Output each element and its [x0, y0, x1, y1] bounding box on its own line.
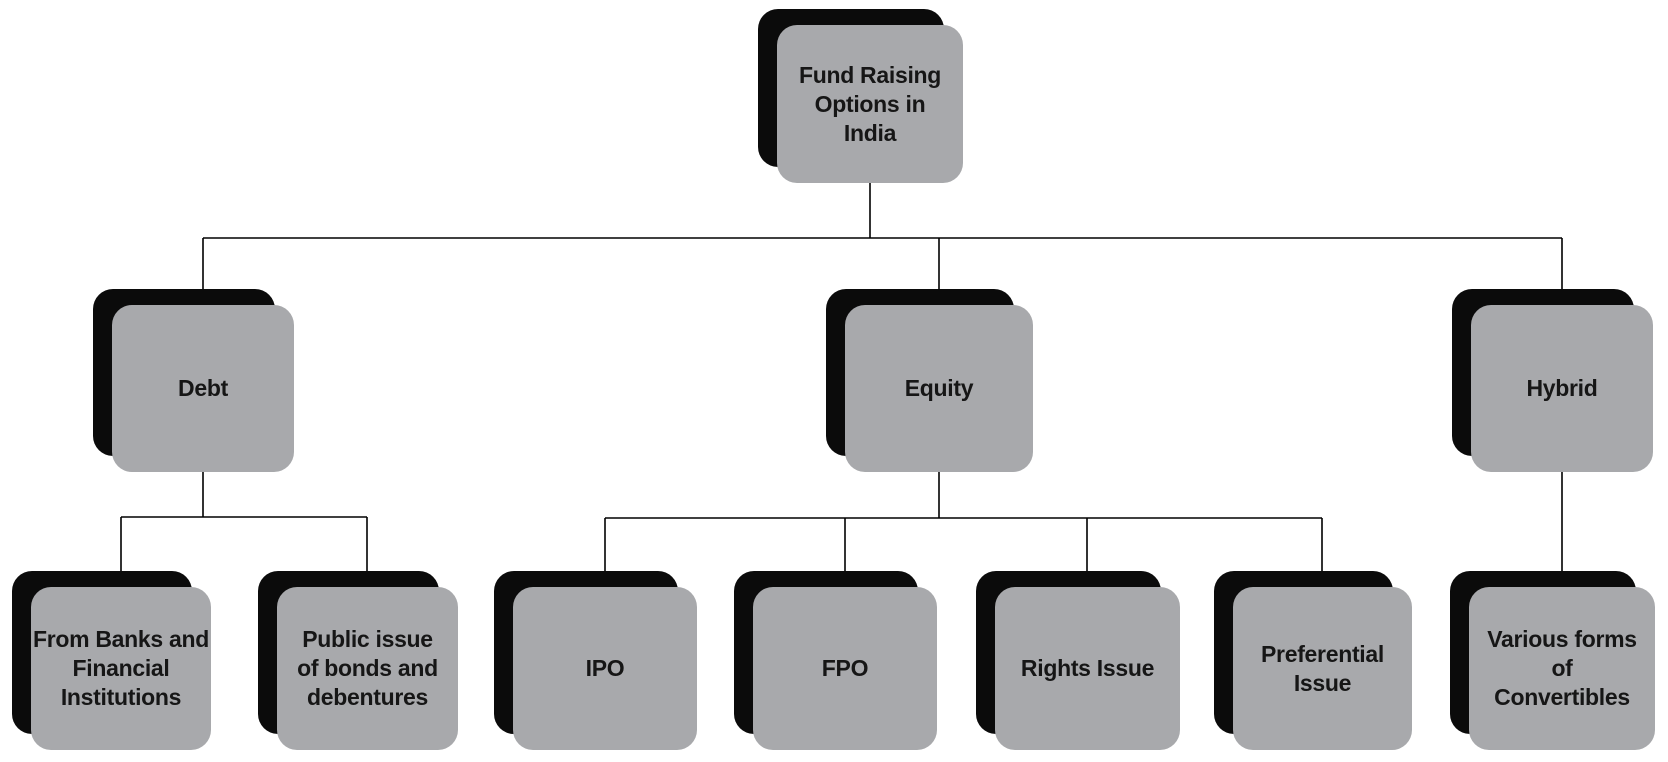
- node-equity: Equity: [845, 305, 1033, 472]
- node-ipo-label: IPO: [585, 655, 625, 681]
- node-public-issue-bonds-debentures-label: Public issue of bonds and debentures: [297, 626, 438, 710]
- node-hybrid-label: Hybrid: [1526, 375, 1598, 401]
- node-various-forms-convertibles-label: Various forms of Convertibles: [1487, 626, 1637, 710]
- node-rights-issue-label: Rights Issue: [1020, 655, 1155, 681]
- node-public-issue-bonds-debentures: Public issue of bonds and debentures: [277, 587, 458, 750]
- node-preferential-issue: Preferential Issue: [1233, 587, 1412, 750]
- node-fpo: FPO: [753, 587, 937, 750]
- node-ipo: IPO: [513, 587, 697, 750]
- node-rights-issue: Rights Issue: [995, 587, 1180, 750]
- node-preferential-issue-label: Preferential Issue: [1261, 640, 1384, 696]
- node-various-forms-convertibles: Various forms of Convertibles: [1469, 587, 1655, 750]
- node-fund-raising-options: Fund Raising Options in India: [777, 25, 963, 183]
- node-from-banks-financial-institutions: From Banks and Financial Institutions: [31, 587, 211, 750]
- node-fpo-label: FPO: [821, 655, 869, 681]
- node-debt-label: Debt: [178, 375, 228, 401]
- node-fund-raising-options-label: Fund Raising Options in India: [798, 61, 942, 146]
- node-from-banks-financial-institutions-label: From Banks and Financial Institutions: [32, 626, 209, 710]
- node-debt: Debt: [112, 305, 294, 472]
- node-equity-label: Equity: [904, 375, 974, 401]
- node-hybrid: Hybrid: [1471, 305, 1653, 472]
